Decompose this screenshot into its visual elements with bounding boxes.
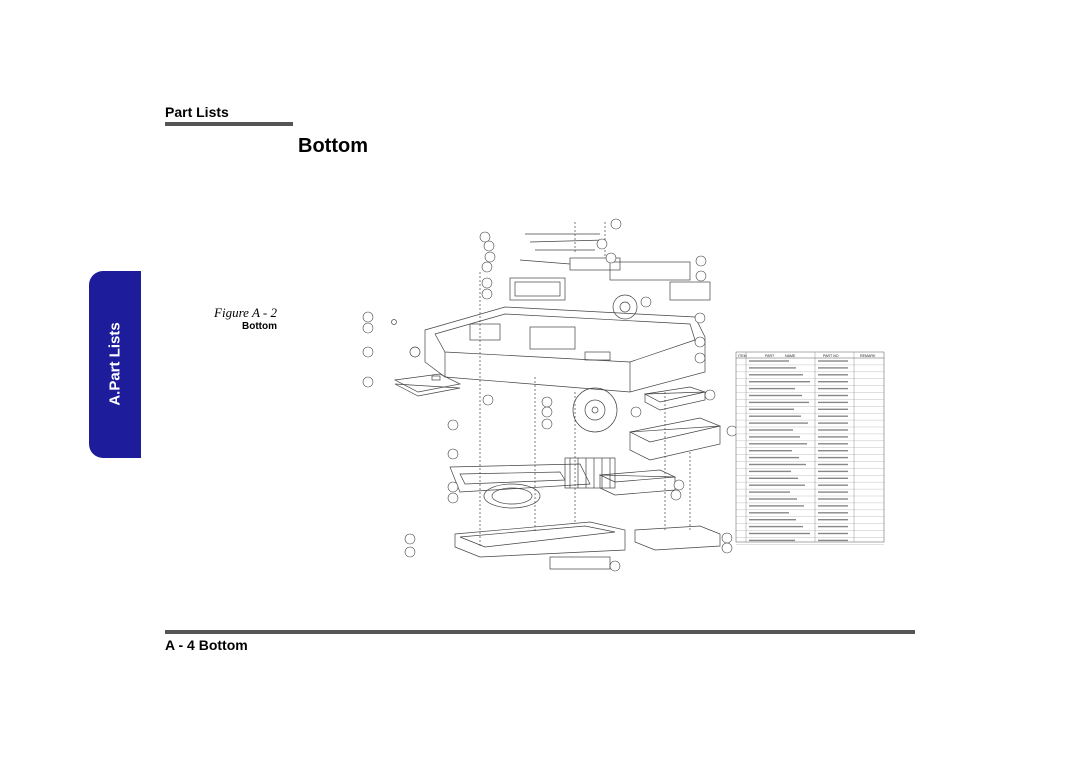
bom-row-partno-texture [818, 463, 848, 466]
exploded-view-drawing: ITEM PART NAME PART NO REMARK [362, 218, 885, 572]
bom-row-text-texture [749, 436, 800, 438]
bom-row-text-texture [749, 477, 798, 479]
bom-header-part: PART [765, 354, 775, 358]
bom-row-text-texture [749, 539, 795, 542]
bom-row-partno-texture [818, 505, 848, 507]
bom-header-item: ITEM [738, 354, 747, 358]
bom-row-partno-texture [818, 470, 848, 473]
bom-row-partno-texture [818, 512, 848, 514]
bom-row-text-texture [749, 443, 807, 445]
bom-row-partno-texture [818, 374, 848, 376]
bom-row-partno-texture [818, 456, 848, 459]
bom-row-text-texture [749, 512, 789, 514]
bom-header-part-no: PART NO [823, 354, 839, 358]
bom-row-partno-texture [818, 450, 848, 452]
bom-row-text-texture [749, 450, 792, 452]
bom-row-text-texture [749, 394, 802, 397]
side-tab[interactable]: A.Part Lists [89, 271, 141, 458]
figure-subtitle: Bottom [242, 321, 277, 332]
bom-row-partno-texture [818, 491, 848, 493]
bom-row-text-texture [749, 470, 791, 473]
bom-row-text-texture [749, 415, 801, 417]
bom-row-text-texture [749, 532, 810, 535]
footer-section-label: A - 4 Bottom [165, 637, 248, 653]
bom-row-text-texture [749, 456, 799, 459]
bom-table: ITEM PART NAME PART NO REMARK [735, 351, 885, 545]
bom-row-text-texture [749, 422, 808, 424]
bom-row-text-texture [749, 367, 796, 369]
bom-row-text-texture [749, 374, 803, 376]
bom-row-text-texture [749, 408, 794, 410]
bom-row-text-texture [749, 525, 803, 528]
bom-row-text-texture [749, 505, 804, 507]
side-tab-label: A.Part Lists [106, 322, 124, 406]
bom-row-partno-texture [818, 525, 848, 528]
bom-row-partno-texture [818, 443, 848, 445]
bom-row-partno-texture [818, 408, 848, 410]
bom-row-text-texture [749, 429, 793, 431]
bom-row-partno-texture [818, 477, 848, 479]
bom-row-text-texture [749, 484, 805, 486]
figure-caption: Figure A - 2 [214, 305, 277, 320]
page-title: Bottom [298, 135, 368, 157]
bom-row-partno-texture [818, 436, 848, 438]
bom-row-partno-texture [818, 532, 848, 535]
bom-header-name: NAME [785, 354, 796, 358]
bom-row-partno-texture [818, 429, 848, 431]
bom-header-remark: REMARK [860, 354, 876, 358]
section-header: Part Lists [165, 104, 229, 120]
bom-row-text-texture [749, 360, 789, 362]
bom-row-partno-texture [818, 539, 848, 542]
bom-row-partno-texture [818, 360, 848, 362]
bom-row-text-texture [749, 401, 809, 404]
bom-row-partno-texture [818, 415, 848, 417]
bom-row-text-texture [749, 463, 806, 466]
bom-row-text-texture [749, 498, 797, 500]
bom-row-text-texture [749, 381, 810, 383]
bom-row-partno-texture [818, 387, 848, 390]
bom-row-partno-texture [818, 401, 848, 404]
bom-row-partno-texture [818, 367, 848, 369]
bom-row-text-texture [749, 387, 795, 390]
bom-row-partno-texture [818, 519, 848, 521]
bom-row-text-texture [749, 491, 790, 493]
bom-row-partno-texture [818, 484, 848, 486]
bom-row-partno-texture [818, 381, 848, 383]
bom-row-partno-texture [818, 498, 848, 500]
header-rule [165, 122, 293, 126]
bom-row-text-texture [749, 519, 796, 521]
footer-rule [165, 630, 915, 634]
bom-row-partno-texture [818, 394, 848, 397]
bom-row-partno-texture [818, 422, 848, 424]
